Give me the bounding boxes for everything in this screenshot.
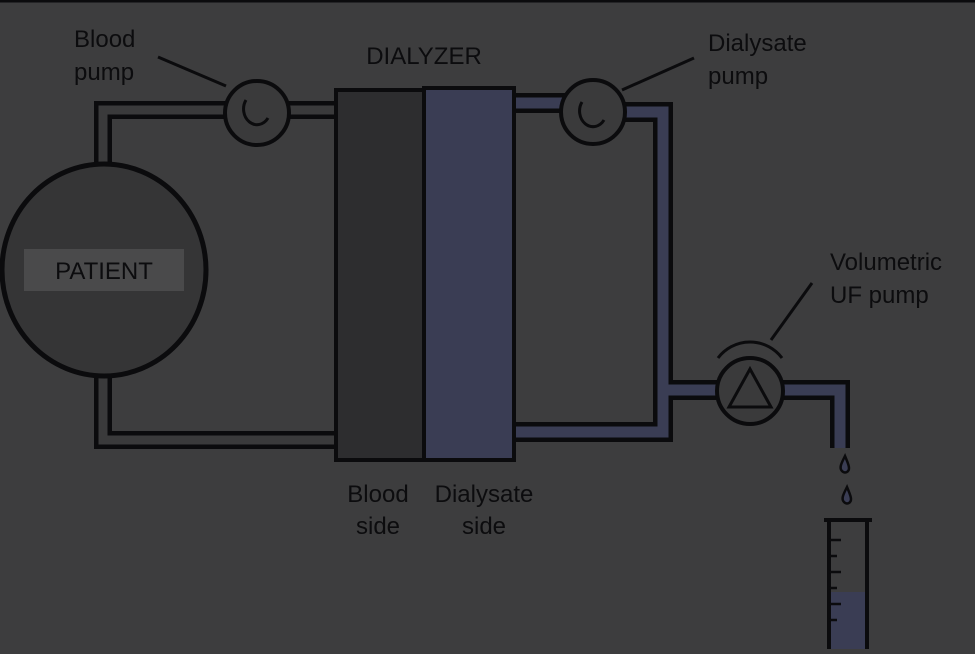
patient-label: PATIENT [55,258,153,285]
dialysate-pump: Dialysate pump [559,30,807,146]
graduated-cylinder [824,518,872,652]
uf-pump-leader [769,282,814,341]
dialyzer-title: DIALYZER [366,43,482,70]
dialysate-pump-label-1: Dialysate [708,30,807,57]
dialysate-pump-leader [621,56,695,92]
blood-side-label-1: Blood [347,481,408,508]
dialysate-pump-rotor-icon [578,101,606,129]
blood-pump-label-2: pump [74,59,134,86]
blood-pump-label-1: Blood [74,26,135,53]
uf-pump-label-1: Volumetric [830,249,942,276]
dialyzer-dialysate-side [422,86,516,462]
dialysate-side-label-2: side [462,513,506,540]
dialysate-side-label-1: Dialysate [435,481,534,508]
uf-pump-label-2: UF pump [830,282,929,309]
drop-icon [839,452,851,474]
uf-pump-triangle-icon [726,365,774,409]
blood-pump: Blood pump [74,26,291,147]
dialyzer-blood-side [334,88,426,462]
uf-pump: Volumetric UF pump [715,249,942,426]
patient-label-box [24,249,184,291]
ultrafiltrate-drops [839,452,853,505]
dialysate-circuit [514,93,850,448]
blood-pump-leader [157,55,227,88]
cylinder-fluid [829,592,867,652]
dialyzer: DIALYZER [334,43,516,462]
blood-circuit [94,101,336,449]
dialysate-pump-label-2: pump [708,63,768,90]
drop-icon [841,483,853,505]
patient-vessel: PATIENT [0,161,209,379]
blood-side-label-2: side [356,513,400,540]
uf-pump-rotation-arc [716,340,784,359]
blood-pump-rotor-icon [242,99,270,127]
